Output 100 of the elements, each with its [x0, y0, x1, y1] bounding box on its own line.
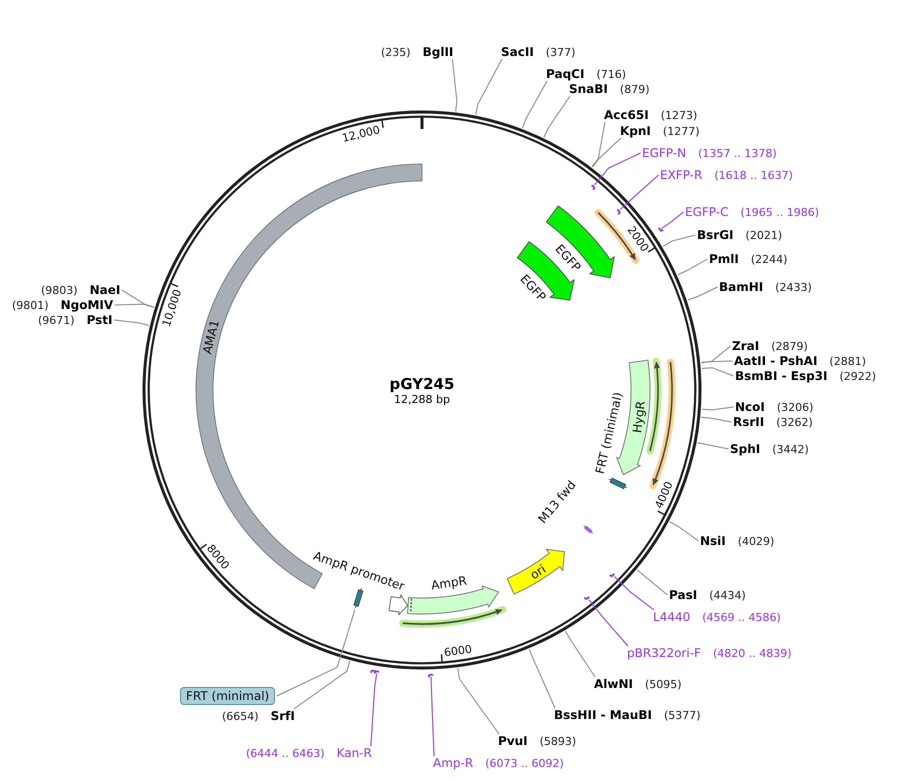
cut-site-position: (3442)	[772, 444, 809, 455]
leader-line	[457, 668, 500, 734]
enzyme-name: KpnI	[620, 125, 651, 137]
leader-line	[276, 608, 356, 696]
leader-line	[701, 367, 734, 376]
cut-site-position: (9801)	[12, 300, 49, 311]
cut-site-position: (235)	[381, 47, 411, 58]
leader-line	[121, 290, 155, 308]
leader-line	[700, 416, 732, 422]
cut-site-position: (2244)	[750, 254, 788, 265]
tick-label: 4000	[653, 480, 674, 510]
leader-line	[701, 406, 734, 410]
cut-site-position: (2021)	[746, 230, 782, 241]
leader-line	[114, 320, 150, 326]
feature-label: AmpR	[430, 574, 468, 592]
leader-line	[687, 286, 718, 300]
feature-label: HygR	[630, 400, 647, 434]
leader-line	[669, 521, 699, 542]
enzyme-name: BsrGI	[697, 229, 734, 241]
cut-site-position: (5377)	[664, 710, 701, 721]
leader-line	[370, 672, 378, 746]
leader-line	[475, 58, 502, 116]
leader-line	[452, 58, 458, 112]
enzyme-name: SrfI	[270, 710, 295, 722]
primer-name: EGFP-N	[642, 147, 686, 159]
leader-line	[522, 80, 548, 129]
primer-name: EGFP-C	[685, 206, 728, 218]
cut-site-position: (3262)	[776, 417, 813, 428]
cut-site-position: (4434)	[709, 590, 746, 601]
leader-line	[700, 360, 733, 364]
primer-position: (6073 .. 6092)	[485, 758, 564, 769]
enzyme-name: NaeI	[90, 284, 120, 296]
primer-name: L4440	[653, 611, 690, 623]
enzyme-name: NcoI	[735, 401, 765, 413]
cut-site-position: (2922)	[839, 371, 876, 382]
cut-site-position: (377)	[546, 47, 576, 58]
enzyme-name: SphI	[730, 443, 760, 455]
enzyme-name: PasI	[669, 589, 698, 601]
leader-line	[697, 442, 729, 450]
enzyme-name: SacII	[501, 46, 534, 58]
leader-line	[614, 576, 654, 610]
leader-line	[700, 346, 731, 363]
leader-line	[620, 174, 659, 210]
cut-site-position: (6654)	[222, 711, 259, 722]
enzyme-name: PaqCI	[546, 68, 584, 80]
leader-line	[543, 96, 570, 138]
tick-label: 6000	[444, 644, 473, 658]
leader-line	[592, 138, 622, 168]
primer-name: Amp-R	[433, 757, 474, 769]
leader-line	[430, 676, 434, 756]
leader-line	[293, 660, 350, 710]
leader-line	[591, 122, 606, 168]
cut-site-position: (2879)	[771, 341, 808, 352]
enzyme-name: ZraI	[732, 340, 760, 352]
leader-line	[594, 152, 641, 186]
leader-line	[677, 258, 708, 276]
cut-site-position: (9671)	[38, 315, 75, 326]
primer-position: (1357 .. 1378)	[698, 148, 777, 159]
enzyme-name: NgoMIV	[60, 299, 114, 311]
cut-site-position: (4029)	[738, 536, 774, 547]
plasmid-name: pGY245	[390, 376, 454, 392]
cut-site-position: (5893)	[540, 736, 576, 747]
leader-line	[661, 212, 684, 229]
leader-line	[564, 630, 596, 678]
leader-line	[662, 234, 696, 247]
primer-position: (4569 .. 4586)	[702, 612, 781, 623]
primer-position: (1965 .. 1986)	[740, 207, 820, 218]
cut-site-position: (716)	[596, 69, 626, 80]
primer-name: EXFP-R	[660, 169, 702, 181]
enzyme-name: PmlI	[709, 253, 739, 265]
leader-line	[588, 599, 628, 646]
enzyme-name: BglII	[422, 46, 454, 58]
primer-position: (1618 .. 1637)	[714, 170, 793, 181]
leader-line	[528, 648, 556, 708]
cut-site-position: (879)	[620, 84, 650, 95]
tick-label: 10,000	[160, 288, 183, 328]
enzyme-name: RsrII	[733, 416, 764, 428]
enzyme-name: SnaBI	[569, 83, 608, 95]
feature-label: ori	[528, 562, 548, 581]
feature-label-box: FRT (minimal)	[180, 687, 276, 705]
feature-label: AMA1	[200, 319, 221, 356]
enzyme-name: AlwNI	[594, 678, 633, 690]
cut-site-position: (1273)	[660, 110, 698, 121]
primer-name: Kan-R	[336, 747, 372, 759]
leader-line	[636, 569, 668, 596]
primer-position: (6444 .. 6463)	[246, 748, 325, 759]
enzyme-name: Acc65I	[604, 109, 649, 121]
enzyme-name: BamHI	[719, 281, 764, 293]
cut-site-position: (2433)	[775, 282, 812, 293]
cut-site-position: (1277)	[662, 126, 700, 137]
enzyme-name: PvuI	[498, 735, 528, 747]
enzyme-name: BssHII - MauBI	[554, 709, 652, 721]
enzyme-name: AatII - PshAI	[734, 355, 818, 367]
enzyme-name: NsiI	[700, 535, 726, 547]
tick-label: 12,000	[341, 124, 382, 144]
cut-site-position: (9803)	[41, 285, 78, 296]
leader-line	[114, 304, 154, 308]
cut-site-position: (3206)	[776, 402, 814, 413]
enzyme-name: PstI	[86, 314, 113, 326]
cut-site-position: (5095)	[645, 679, 682, 690]
